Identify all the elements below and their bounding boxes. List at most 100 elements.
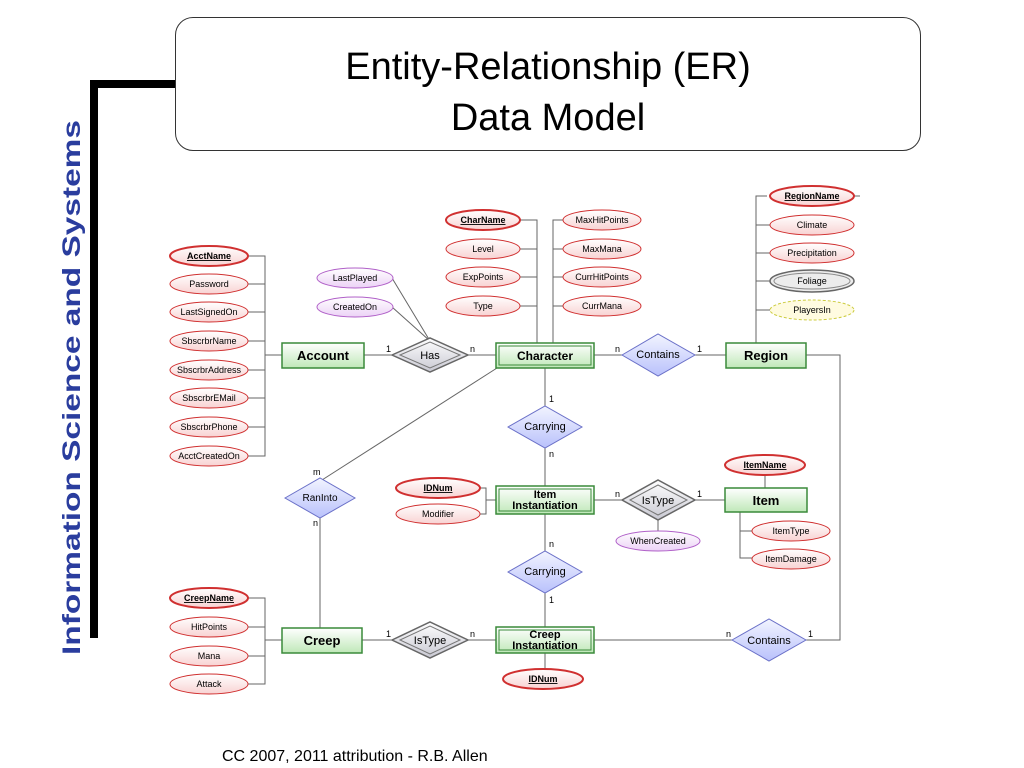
attr-createdon: CreatedOn [316, 296, 394, 318]
attr-whencreated: WhenCreated [615, 530, 701, 552]
rel-raninto: RanInto [283, 477, 357, 519]
attr-createdon-label: CreatedOn [333, 302, 377, 312]
attr-exppoints-label: ExpPoints [463, 272, 504, 282]
attr-currmana: CurrMana [562, 295, 642, 317]
attr-itemdamage: ItemDamage [751, 548, 831, 570]
attr-sbscrbrphone: SbscrbrPhone [169, 416, 249, 438]
attr-hitpoints-label: HitPoints [191, 622, 228, 632]
rel-raninto-label: RanInto [302, 493, 337, 504]
attributes-item: ItemName ItemType ItemDamage [724, 454, 831, 570]
card-carrying-iteminst: n [549, 449, 554, 459]
attr-lastsignedon-label: LastSignedOn [180, 307, 237, 317]
rel-contains-region-label: Contains [636, 349, 680, 361]
attr-idnum-item: IDNum [395, 477, 481, 499]
char-left-bracket [520, 219, 538, 343]
card-istype-item: 1 [697, 489, 702, 499]
attr-creepname-label: CreepName [184, 593, 234, 603]
attr-climate-label: Climate [797, 220, 828, 230]
link-lastplayed-has [391, 277, 431, 342]
entity-region: Region [725, 342, 807, 369]
entity-item-instantiation: Item Instantiation [495, 485, 595, 515]
attr-foliage: Foliage [769, 269, 855, 293]
attr-itemdamage-label: ItemDamage [765, 554, 817, 564]
card-raninto-top: m [313, 467, 321, 477]
entity-item-inst-label-1: Item [534, 489, 557, 501]
title-line-1: Entity-Relationship (ER) [345, 46, 751, 88]
card-character-carrying: 1 [549, 394, 554, 404]
attr-playersin-label: PlayersIn [793, 305, 831, 315]
title-box: Entity-Relationship (ER) Data Model [175, 17, 921, 151]
attr-playersin: PlayersIn [769, 299, 855, 321]
attr-regionname: RegionName [769, 185, 855, 207]
attr-maxmana-label: MaxMana [582, 244, 622, 254]
attr-precipitation: Precipitation [769, 242, 855, 264]
entity-account: Account [281, 342, 365, 369]
entity-item: Item [724, 487, 808, 513]
card-istype-creepinst: n [470, 629, 475, 639]
attr-itemname-label: ItemName [743, 460, 786, 470]
attr-password-label: Password [189, 279, 229, 289]
attr-sbscrbremail: SbscrbrEMail [169, 387, 249, 409]
attr-acctname-label: AcctName [187, 251, 231, 261]
rel-carrying-top-label: Carrying [524, 421, 566, 433]
attr-sbscrbrname: SbscrbrName [169, 330, 249, 352]
rel-istype-item: IsType [620, 479, 697, 521]
entity-creep: Creep [281, 627, 363, 654]
attr-maxmana: MaxMana [562, 238, 642, 260]
card-carrying-creepinst: 1 [549, 595, 554, 605]
attr-level: Level [445, 238, 521, 260]
attr-itemtype: ItemType [751, 520, 831, 542]
attr-sbscrbraddress-label: SbscrbrAddress [177, 365, 242, 375]
entity-account-label: Account [297, 348, 350, 363]
account-attr-bracket [248, 255, 266, 457]
attr-lastplayed-label: LastPlayed [333, 273, 378, 283]
link-character-raninto [321, 367, 498, 481]
entity-creep-inst-label-2: Instantiation [512, 640, 578, 652]
rel-contains-creep: Contains [730, 618, 808, 662]
attr-regionname-label: RegionName [784, 191, 839, 201]
attr-sbscrbrname-label: SbscrbrName [181, 336, 236, 346]
creep-attr-bracket [248, 597, 266, 685]
attributes-character-left: CharName Level ExpPoints Type [445, 209, 521, 317]
title-line-2: Data Model [450, 97, 646, 139]
attributes-item-instantiation: IDNum Modifier [395, 477, 481, 525]
rel-has: Has [390, 337, 470, 373]
link-region-contains-creep [806, 354, 841, 641]
attr-exppoints: ExpPoints [445, 266, 521, 288]
entity-creep-label: Creep [304, 633, 341, 648]
attr-modifier-label: Modifier [422, 509, 454, 519]
attr-whencreated-label: WhenCreated [630, 536, 686, 546]
side-label-text: Information Science and Systems [58, 120, 86, 655]
attr-acctname: AcctName [169, 245, 249, 267]
char-right-bracket [552, 219, 563, 343]
attr-type: Type [445, 295, 521, 317]
attr-idnum-creep-label: IDNum [529, 674, 558, 684]
connector-lines [248, 195, 860, 685]
iteminst-attr-bracket [480, 487, 487, 515]
attr-itemtype-label: ItemType [772, 526, 809, 536]
rel-istype-item-label: IsType [642, 495, 674, 507]
card-iteminst-carrying: n [549, 539, 554, 549]
footer-attribution: CC 2007, 2011 attribution - R.B. Allen [222, 748, 488, 765]
attr-lastplayed: LastPlayed [316, 267, 394, 289]
attr-mana: Mana [169, 645, 249, 667]
rel-contains-region: Contains [621, 333, 697, 377]
attr-level-label: Level [472, 244, 494, 254]
rel-contains-creep-label: Contains [747, 635, 791, 647]
attr-acctcreatedon: AcctCreatedOn [169, 445, 249, 467]
attributes-is-type: WhenCreated [615, 530, 701, 552]
rel-carrying-bottom-label: Carrying [524, 566, 566, 578]
attributes-creep: CreepName HitPoints Mana Attack [169, 587, 249, 695]
rel-has-label: Has [420, 350, 440, 362]
rel-carrying-bottom: Carrying [506, 550, 584, 594]
attr-idnum-creep: IDNum [502, 668, 584, 690]
card-has-character: n [470, 344, 475, 354]
attr-precipitation-label: Precipitation [787, 248, 837, 258]
bracket-vertical-bar [90, 88, 98, 638]
attr-creepname: CreepName [169, 587, 249, 609]
region-attr-bracket [755, 195, 767, 343]
attr-sbscrbraddress: SbscrbrAddress [169, 359, 249, 381]
attr-charname: CharName [445, 209, 521, 231]
